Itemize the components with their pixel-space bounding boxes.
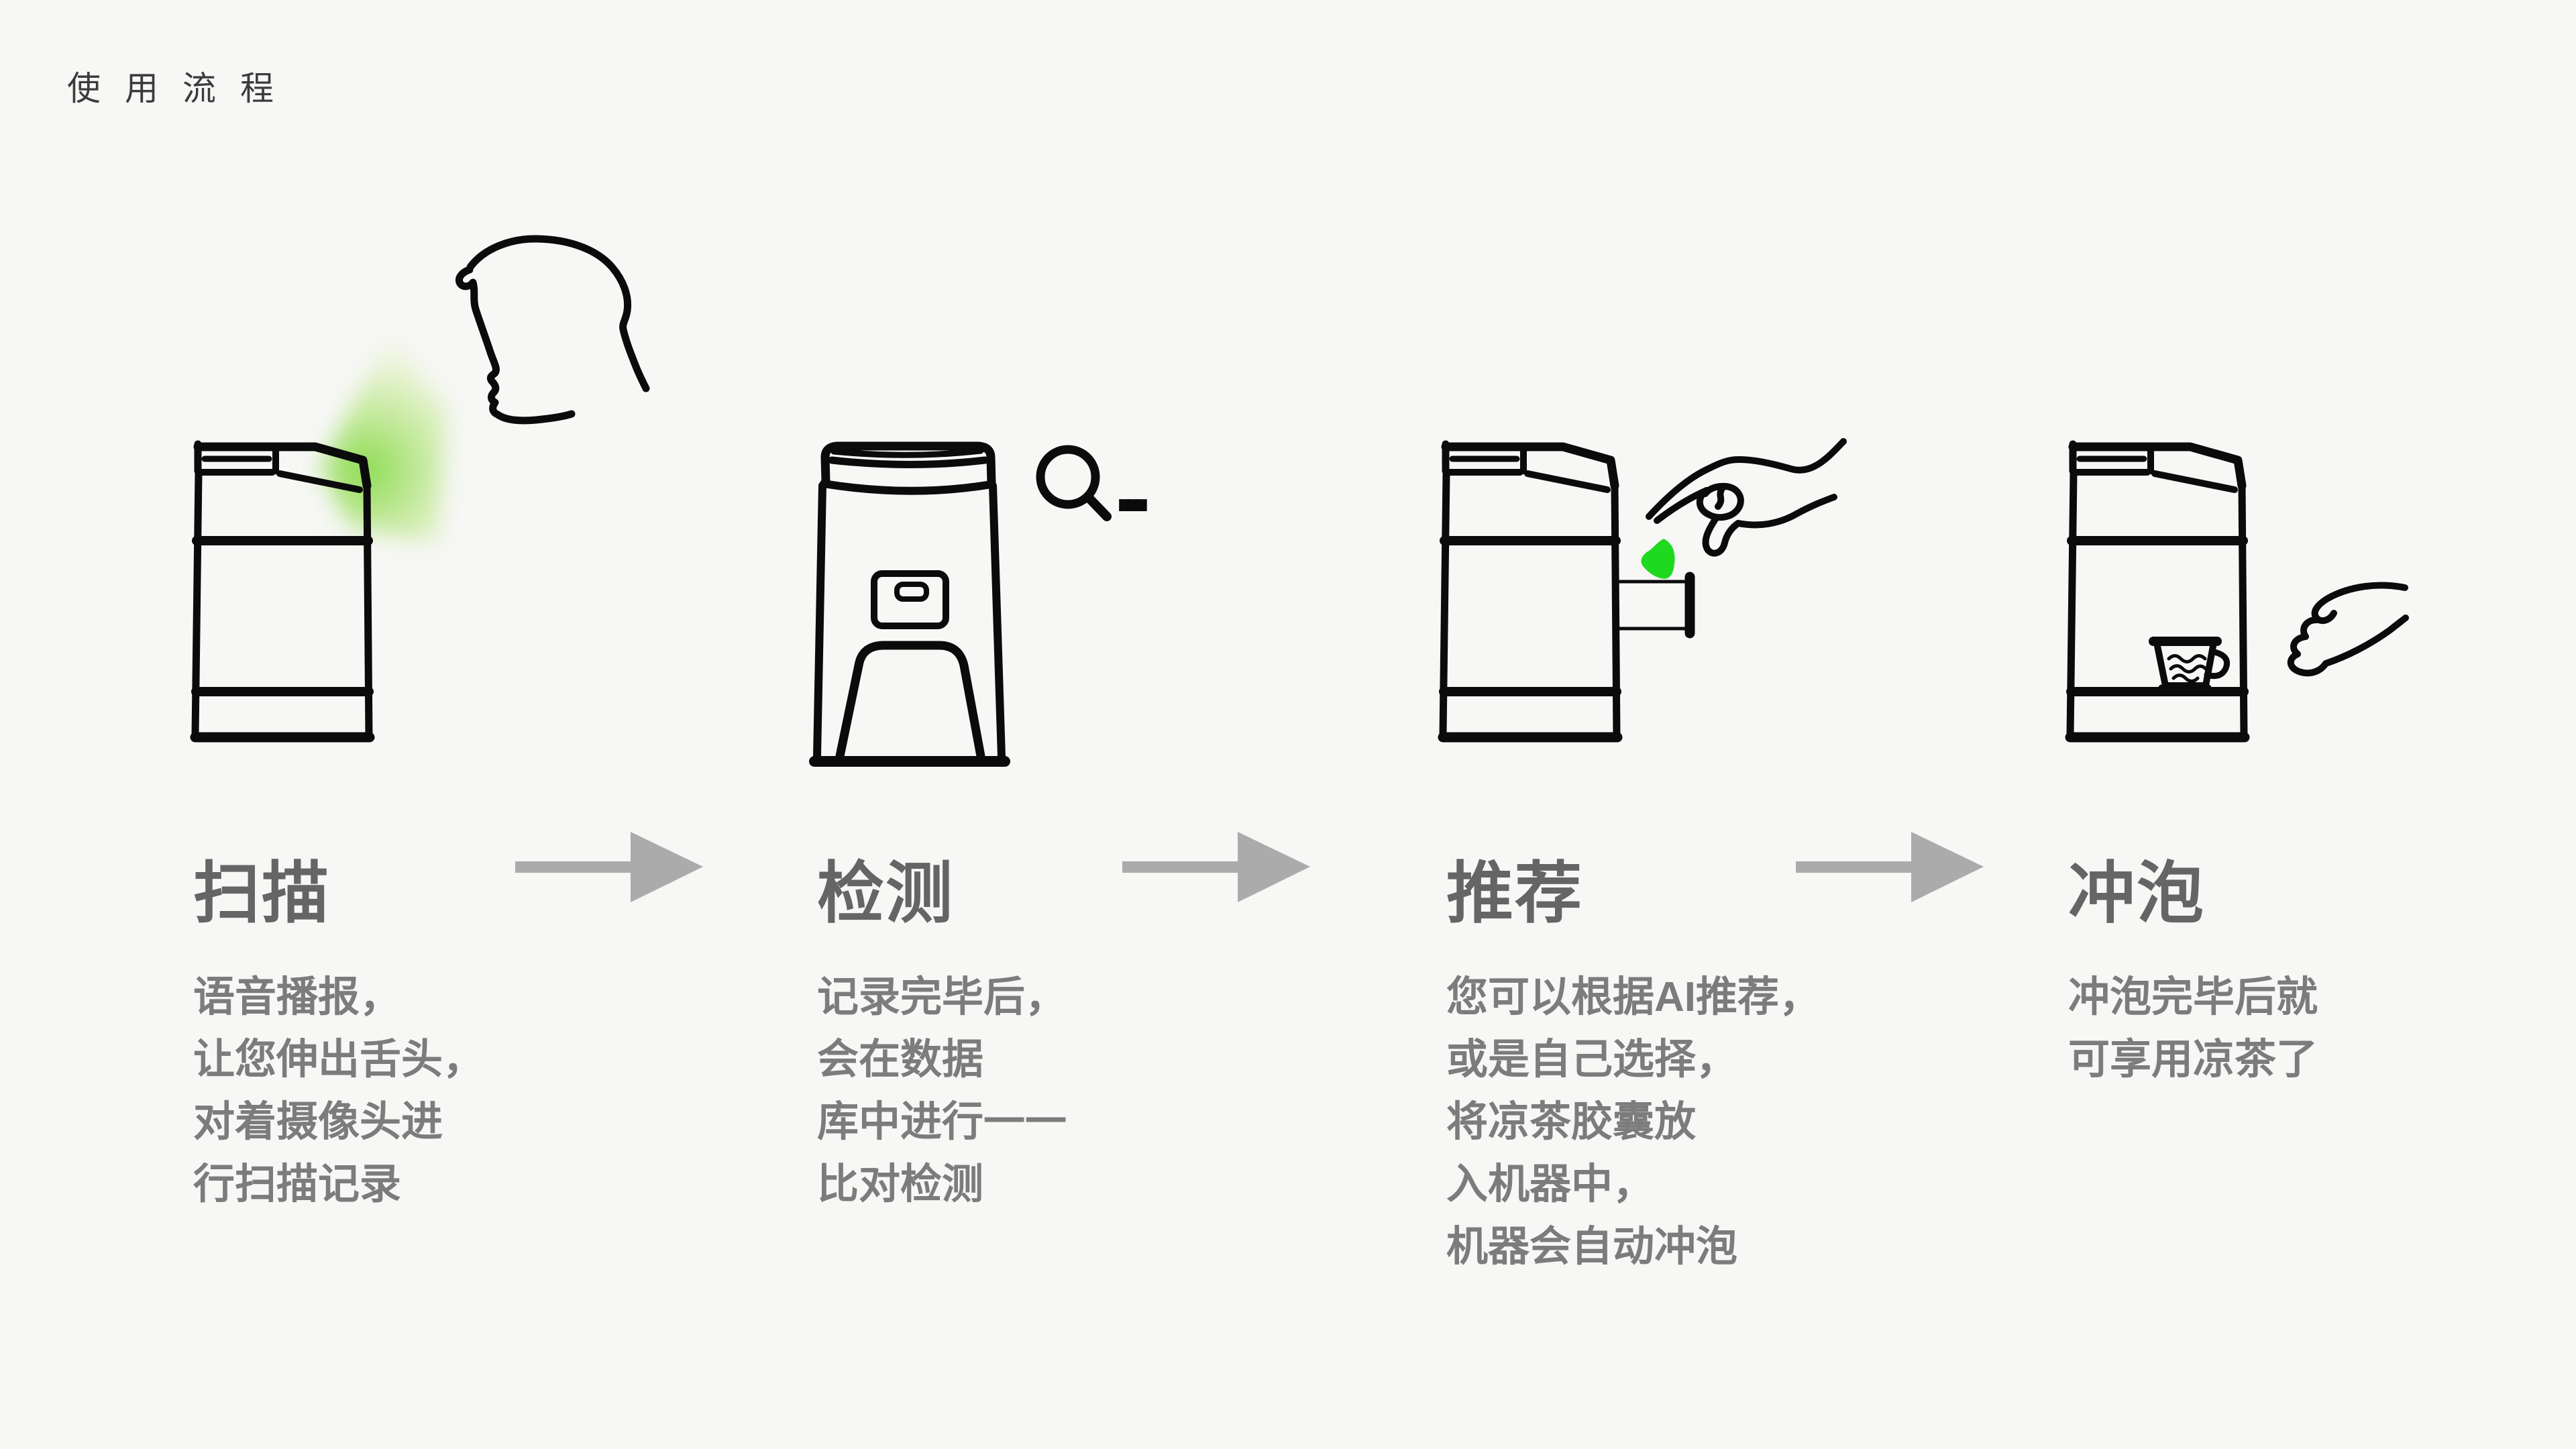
- tea-machine-side-icon: [2070, 444, 2245, 737]
- tea-machine-side-icon: [195, 444, 370, 737]
- desc-line: 行扫描记录: [193, 1161, 402, 1208]
- tea-machine-side-icon: [1443, 444, 1617, 737]
- desc-line: 比对检测: [817, 1161, 984, 1208]
- scan-beam-glow: [320, 333, 448, 545]
- desc-line: 机器会自动冲泡: [1446, 1224, 1738, 1270]
- arrow-icon: [1122, 832, 1310, 902]
- step-scan-illustration: [195, 235, 650, 737]
- desc-line: 语音播报，: [193, 974, 402, 1020]
- desc-line: 或是自己选择，: [1446, 1036, 1738, 1083]
- desc-line: 对着摄像头进: [193, 1099, 443, 1145]
- capsule-drawer-icon: [1616, 572, 1695, 639]
- desc-line: 会在数据: [817, 1036, 984, 1083]
- hand-reach-icon: [2287, 582, 2409, 677]
- desc-line: 将凉茶胶囊放: [1446, 1099, 1697, 1145]
- step-desc-scan: 语音播报， 让您伸出舌头， 对着摄像头进 行扫描记录: [193, 966, 484, 1216]
- arrow-icon: [515, 832, 703, 902]
- teacup-icon: [2149, 637, 2231, 691]
- step-desc-brew: 冲泡完毕后就 可享用凉茶了: [2068, 966, 2318, 1091]
- desc-line: 让您伸出舌头，: [193, 1036, 485, 1083]
- step-detect-illustration: [809, 441, 1112, 767]
- desc-line: 冲泡完毕后就: [2068, 974, 2318, 1020]
- step-title-detect: 检测: [817, 856, 954, 931]
- step-title-scan: 扫描: [193, 856, 330, 931]
- desc-line: 库中进行一一: [817, 1099, 1067, 1145]
- arrow-icon: [1796, 832, 1984, 902]
- hand-pinch-icon: [1646, 438, 1847, 557]
- desc-line: 可享用凉茶了: [2068, 1036, 2318, 1083]
- step-brew-illustration: [2070, 444, 2409, 737]
- magnifier-icon: [1036, 445, 1112, 521]
- step-desc-detect: 记录完毕后， 会在数据 库中进行一一 比对检测: [817, 966, 1067, 1216]
- page-title: 使用流程: [67, 70, 298, 107]
- capsule-icon: [1641, 539, 1675, 579]
- step-title-brew: 冲泡: [2068, 856, 2205, 931]
- desc-line: 您可以根据AI推荐，: [1446, 974, 1821, 1020]
- processing-dots: ...: [1114, 439, 1152, 529]
- face-profile-icon: [455, 235, 650, 425]
- desc-line: 记录完毕后，: [817, 974, 1067, 1020]
- step-title-recommend: 推荐: [1446, 856, 1583, 931]
- step-desc-recommend: 您可以根据AI推荐， 或是自己选择， 将凉茶胶囊放 入机器中， 机器会自动冲泡: [1446, 966, 1821, 1278]
- tea-machine-front-icon: [809, 441, 1010, 767]
- step-recommend-illustration: [1443, 438, 1847, 737]
- desc-line: 入机器中，: [1446, 1161, 1655, 1208]
